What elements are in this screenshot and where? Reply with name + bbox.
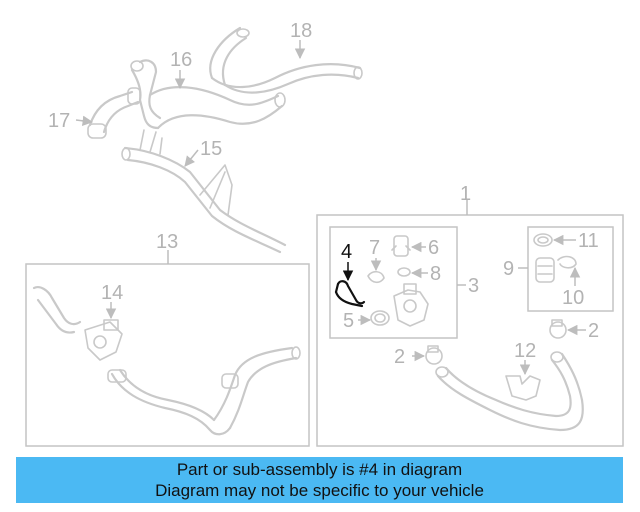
label-5: 5 — [343, 310, 354, 332]
part-6-sensor — [391, 235, 411, 257]
part-12-bracket — [505, 375, 541, 401]
part-10-clip — [557, 255, 577, 269]
label-9: 9 — [503, 258, 514, 280]
part-16-hose — [130, 59, 286, 130]
label-4: 4 — [341, 241, 352, 263]
part-17-hose — [87, 87, 141, 139]
label-12: 12 — [514, 340, 536, 362]
label-16: 16 — [170, 49, 192, 71]
label-10: 10 — [562, 287, 584, 309]
part-5-oring — [370, 310, 390, 326]
label-14: 14 — [101, 282, 123, 304]
part-8-oring — [397, 267, 411, 277]
part-1-hose — [435, 351, 584, 432]
part-2-clamp-left — [425, 345, 443, 365]
label-18: 18 — [290, 20, 312, 42]
label-11: 11 — [578, 230, 599, 252]
label-13: 13 — [156, 231, 178, 253]
label-17: 17 — [48, 110, 70, 132]
box-subassembly-9 — [527, 226, 614, 312]
label-2a: 2 — [394, 346, 405, 368]
part-14-connector — [84, 319, 123, 361]
part-13-hose-assembly — [32, 286, 301, 436]
part-9-valve — [535, 257, 555, 283]
box-assembly-1 — [316, 214, 624, 447]
leader-15 — [184, 149, 199, 167]
part-7-clip — [367, 270, 385, 284]
label-6: 6 — [428, 237, 439, 259]
label-7: 7 — [369, 237, 380, 259]
info-banner: Part or sub-assembly is #4 in diagram Di… — [16, 457, 623, 503]
part-3-housing — [393, 283, 429, 327]
part-15-pipe — [121, 129, 287, 254]
banner-line-1: Part or sub-assembly is #4 in diagram — [176, 460, 463, 479]
label-1: 1 — [460, 183, 471, 205]
label-2b: 2 — [588, 320, 599, 342]
label-15: 15 — [200, 138, 222, 160]
banner-line-2: Diagram may not be specific to your vehi… — [155, 481, 484, 500]
part-11-seal — [533, 233, 553, 247]
label-8: 8 — [430, 263, 441, 285]
leader-17 — [75, 115, 94, 127]
part-4-hose-highlighted — [334, 280, 366, 308]
box-subassembly-3 — [329, 226, 458, 339]
part-18-hose — [209, 26, 363, 94]
box-assembly-13 — [25, 263, 310, 447]
part-2-clamp-right — [549, 319, 567, 339]
label-3: 3 — [468, 275, 479, 297]
